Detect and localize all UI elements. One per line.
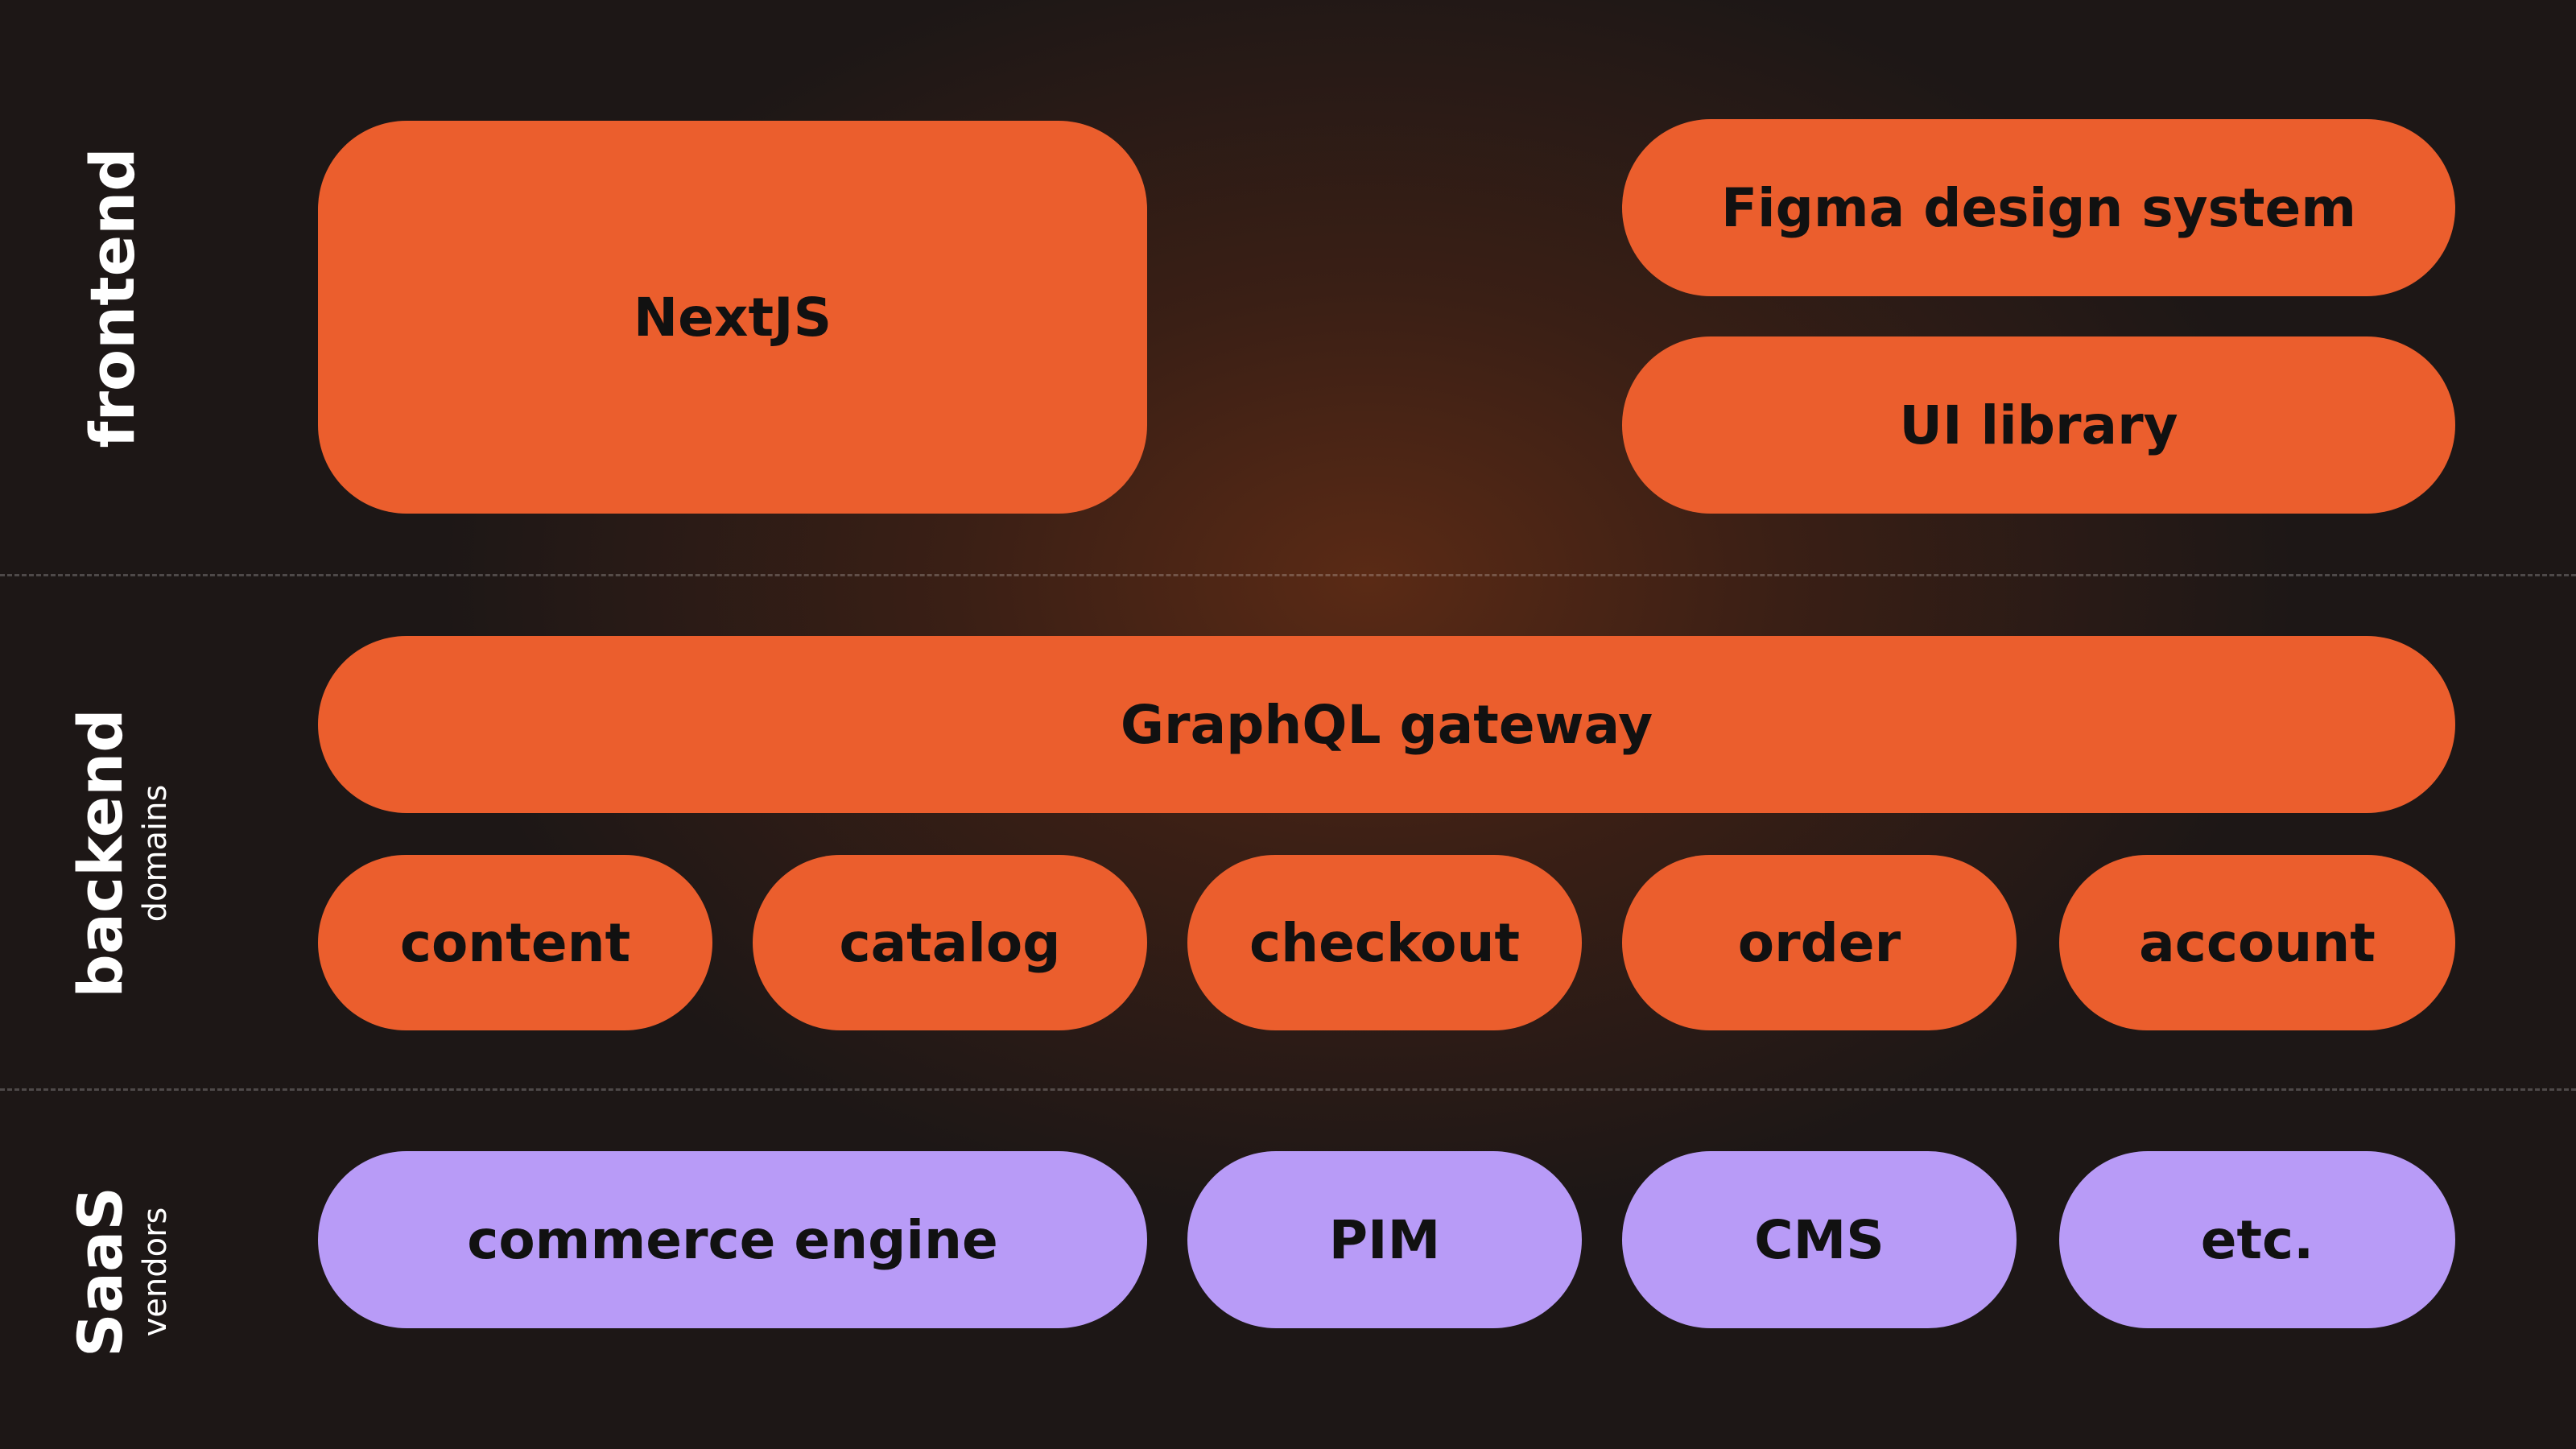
domain-catalog-label: catalog — [839, 911, 1061, 974]
layer-title-backend: backend — [64, 708, 136, 998]
vendor-pim-box: PIM — [1187, 1151, 1582, 1328]
layer-divider-frontend-backend — [0, 574, 2576, 576]
figma-design-system-box: Figma design system — [1622, 119, 2455, 296]
vendor-cms-label: CMS — [1754, 1208, 1885, 1271]
domain-content-label: content — [399, 911, 631, 974]
layer-title-saas: SaaS — [64, 1186, 136, 1358]
domain-account-label: account — [2139, 911, 2376, 974]
nextjs-box: NextJS — [318, 121, 1147, 514]
vendor-pim-label: PIM — [1328, 1208, 1441, 1271]
layer-label-backend: backend domains — [56, 692, 185, 1014]
graphql-gateway-box: GraphQL gateway — [318, 636, 2455, 813]
layer-label-saas: SaaS vendors — [56, 1111, 185, 1433]
layer-subtitle-saas: vendors — [137, 1207, 174, 1337]
domain-checkout-label: checkout — [1249, 911, 1520, 974]
vendor-commerce-engine-label: commerce engine — [467, 1208, 998, 1271]
vendor-etc-box: etc. — [2059, 1151, 2455, 1328]
layer-divider-backend-saas — [0, 1088, 2576, 1091]
vendor-cms-box: CMS — [1622, 1151, 2017, 1328]
domain-content-box: content — [318, 855, 712, 1030]
domain-checkout-box: checkout — [1187, 855, 1582, 1030]
ui-library-label: UI library — [1899, 394, 2178, 456]
domain-account-box: account — [2059, 855, 2455, 1030]
layer-title-frontend: frontend — [76, 147, 148, 448]
layer-label-frontend: frontend — [64, 137, 161, 459]
vendor-etc-label: etc. — [2200, 1208, 2314, 1271]
ui-library-box: UI library — [1622, 336, 2455, 514]
domain-order-label: order — [1737, 911, 1901, 974]
domain-order-box: order — [1622, 855, 2017, 1030]
layer-subtitle-backend: domains — [137, 784, 174, 923]
figma-design-system-label: Figma design system — [1720, 176, 2357, 239]
vendor-commerce-engine-box: commerce engine — [318, 1151, 1147, 1328]
graphql-gateway-label: GraphQL gateway — [1120, 693, 1653, 756]
nextjs-label: NextJS — [633, 286, 832, 349]
domain-catalog-box: catalog — [753, 855, 1147, 1030]
